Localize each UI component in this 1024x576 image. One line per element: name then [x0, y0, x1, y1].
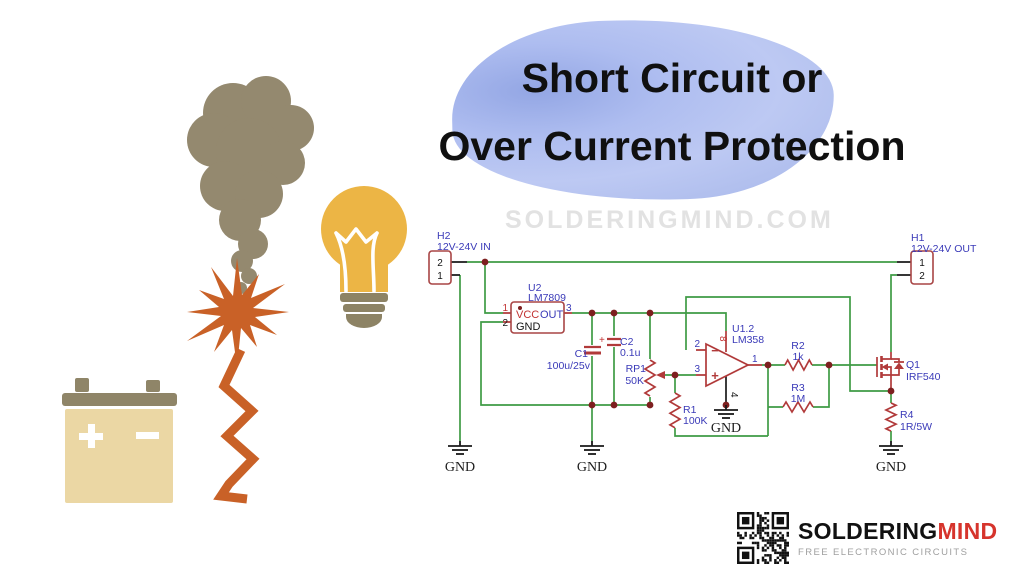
brand-name: SOLDERINGMIND: [798, 518, 997, 545]
connector-h1-box: [910, 250, 934, 285]
u2-pin1: 1: [502, 303, 508, 314]
u2-part: LM7809: [528, 292, 566, 304]
component-symbols: [503, 312, 904, 432]
opamp-pin-vminus: 4: [728, 392, 739, 398]
opamp-pin-out: 1: [752, 354, 758, 365]
u2-pin3: 3: [566, 303, 572, 314]
u2-out-label: OUT: [540, 309, 564, 321]
h2-ref: H2: [437, 230, 451, 242]
brand-logo: SOLDERINGMIND FREE ELECTRONIC CIRCUITS: [737, 512, 997, 564]
c2-ref: C2: [620, 336, 634, 348]
brand-name-accent: MIND: [937, 518, 998, 544]
title-line-1: Short Circuit or: [521, 55, 823, 101]
u2-vcc-label: VCC: [516, 309, 539, 321]
brand-name-primary: SOLDERING: [798, 518, 938, 544]
gnd-label-opamp: GND: [711, 421, 741, 436]
opamp-ref: U1.2: [732, 323, 754, 335]
q1-part: IRF540: [906, 371, 941, 383]
opamp-pin-vplus: 8: [717, 336, 728, 342]
junction-dots: [481, 258, 895, 409]
u2-pin2: 2: [502, 318, 508, 329]
schematic-labels: H2 12V-24V IN 2 1 H1 12V-24V OUT 1 2 U2 …: [437, 230, 977, 475]
title-line-2: Over Current Protection: [438, 123, 906, 169]
h2-pin-bottom: 1: [437, 271, 443, 282]
wires-green: [459, 261, 897, 441]
r1-value: 100K: [683, 415, 708, 427]
watermark-text: SOLDERINGMIND.COM: [505, 206, 834, 234]
component-arrows: [656, 362, 904, 379]
rp1-value: 50K: [625, 375, 644, 387]
qr-code: [737, 512, 789, 564]
page-title: Short Circuit or Over Current Protection: [352, 44, 992, 180]
connector-h2-box: [428, 250, 452, 285]
opamp-triangle: [705, 342, 750, 388]
u2-ref: U2: [528, 282, 542, 294]
r4-ref: R4: [900, 409, 914, 421]
h2-label: 12V-24V IN: [437, 241, 491, 253]
h2-pin-top: 2: [437, 258, 443, 269]
r4-value: 1R/5W: [900, 421, 932, 433]
spark-explosion-icon: [187, 258, 289, 504]
battery-icon: [62, 378, 177, 503]
opamp-pin-inv: 2: [694, 339, 700, 350]
r1-ref: R1: [683, 404, 697, 416]
c1-polarity: +: [599, 335, 605, 346]
h1-pin-top: 1: [919, 258, 925, 269]
gnd-label-right: GND: [876, 460, 906, 475]
battery-minus-sign: [136, 432, 159, 439]
opamp-minus-sign: −: [711, 343, 719, 358]
lightning-bolt-icon: [213, 348, 260, 504]
r2-value: 1k: [792, 351, 804, 363]
u2-gnd-label: GND: [516, 321, 541, 333]
r3-ref: R3: [791, 382, 805, 394]
c1-ref: C1: [575, 348, 589, 360]
brand-tagline: FREE ELECTRONIC CIRCUITS: [798, 547, 969, 558]
r2-ref: R2: [791, 340, 805, 352]
circuit-schematic: H2 12V-24V IN 2 1 H1 12V-24V OUT 1 2 U2 …: [428, 230, 977, 475]
c1-value: 100u/25v: [547, 360, 591, 372]
rp1-ref: RP1: [626, 363, 647, 375]
h1-pin-bottom: 2: [919, 271, 925, 282]
regulator-u2-box: [510, 301, 565, 334]
opamp-plus-sign: +: [711, 368, 719, 383]
wires-black: [451, 261, 912, 405]
r3-value: 1M: [791, 393, 806, 405]
light-bulb-icon: [321, 186, 407, 328]
h1-ref: H1: [911, 232, 925, 244]
h1-label: 12V-24V OUT: [911, 243, 977, 255]
gnd-label-mid: GND: [577, 460, 607, 475]
opamp-part: LM358: [732, 334, 764, 346]
opamp-pin-noninv: 3: [694, 364, 700, 375]
qr-modules: [737, 512, 789, 564]
smoke-cloud-illustration: [187, 76, 314, 294]
q1-ref: Q1: [906, 359, 920, 371]
gnd-label-left: GND: [445, 460, 475, 475]
c2-value: 0.1u: [620, 347, 641, 359]
bulb-filament: [334, 227, 379, 293]
